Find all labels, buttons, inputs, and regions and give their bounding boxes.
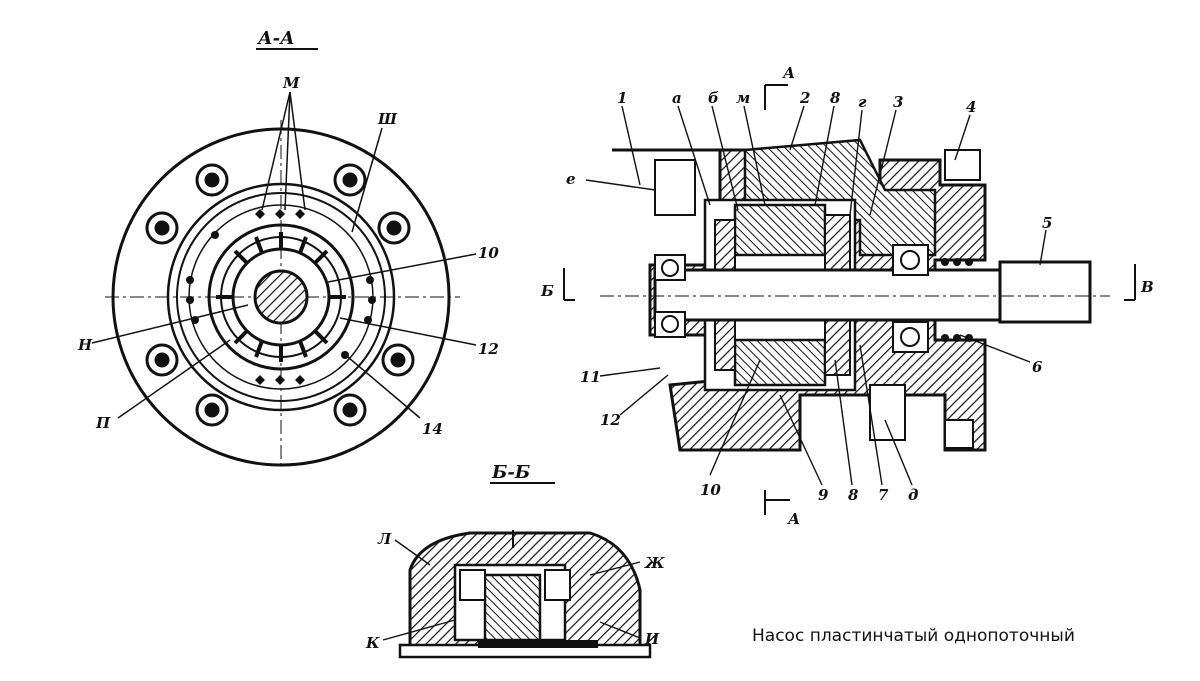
label-sh: Ш bbox=[377, 110, 398, 128]
vanes bbox=[216, 232, 346, 362]
label-10-main: 10 bbox=[700, 481, 721, 499]
label-3: 3 bbox=[893, 93, 903, 111]
flange-bolts bbox=[145, 163, 415, 427]
label-m-main: м bbox=[736, 89, 750, 107]
view-main: А А 1 а б м 2 8 г bbox=[540, 64, 1154, 528]
cut-marker-bottom: А bbox=[787, 510, 800, 528]
label-6: 6 bbox=[1032, 358, 1043, 376]
view-bb: Б-Б Л Ж К И bbox=[365, 462, 665, 659]
label-1: 1 bbox=[617, 89, 627, 107]
figure-caption: Насос пластинчатый однопоточный bbox=[752, 626, 1075, 646]
label-e: е bbox=[566, 170, 576, 188]
label-8-bottom: 8 bbox=[848, 486, 859, 504]
label-11: 11 bbox=[580, 368, 601, 386]
label-5: 5 bbox=[1042, 214, 1052, 232]
label-m: М bbox=[282, 74, 300, 92]
label-g: г bbox=[858, 93, 867, 111]
label-8-top: 8 bbox=[830, 89, 841, 107]
shaft bbox=[653, 268, 1002, 322]
label-l: Л bbox=[377, 530, 392, 548]
label-2: 2 bbox=[799, 89, 810, 107]
view-aa: А-А bbox=[77, 28, 499, 470]
label-a: а bbox=[672, 89, 682, 107]
label-i: И bbox=[644, 630, 660, 648]
label-k: К bbox=[365, 634, 380, 652]
label-9: 9 bbox=[818, 486, 829, 504]
bb-rotor bbox=[483, 573, 542, 642]
label-b-cut: Б bbox=[540, 282, 554, 300]
label-n: Н bbox=[77, 336, 93, 354]
stator-ring bbox=[207, 223, 355, 371]
view-aa-title: А-А bbox=[256, 28, 295, 49]
label-zh: Ж bbox=[644, 554, 665, 572]
label-7: 7 bbox=[878, 486, 889, 504]
label-10: 10 bbox=[478, 244, 499, 262]
label-12-main: 12 bbox=[600, 411, 621, 429]
label-14: 14 bbox=[422, 420, 443, 438]
shaft-section bbox=[253, 269, 309, 325]
label-4: 4 bbox=[966, 98, 976, 116]
label-12: 12 bbox=[478, 340, 499, 358]
label-d: д bbox=[908, 486, 918, 504]
view-bb-title: Б-Б bbox=[491, 462, 530, 483]
cut-marker-top: А bbox=[782, 64, 795, 82]
label-b: б bbox=[708, 89, 719, 107]
label-v-cut: В bbox=[1140, 278, 1154, 296]
label-p: П bbox=[95, 414, 111, 432]
